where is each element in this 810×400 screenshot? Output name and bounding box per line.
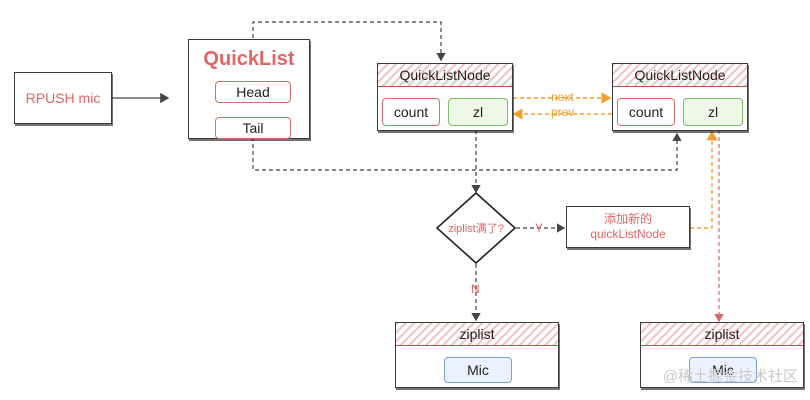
yes-label: Y (535, 221, 544, 235)
quicklistnode-left: QuickListNode count zl (377, 63, 513, 131)
quicklistnode-left-count: count (382, 98, 440, 126)
ziplist-right-item: Mic (689, 357, 757, 383)
quicklistnode-left-zl: zl (448, 98, 508, 126)
ziplist-left-title: ziplist (396, 323, 558, 346)
watermark: @稀土掘金技术社区 (662, 368, 798, 385)
add-node-box: 添加新的 quickListNode (566, 206, 690, 248)
ziplist-right: ziplist Mic (640, 322, 804, 388)
rpush-label: RPUSH mic (25, 90, 101, 106)
quicklist-head-field: Head (215, 81, 291, 103)
ziplist-left: ziplist Mic (395, 322, 559, 388)
add-to-zl-arrow (690, 130, 718, 229)
add-node-label: 添加新的 quickListNode (590, 212, 666, 241)
quicklist-box: QuickList Head Tail (188, 39, 310, 139)
tail-to-node-arrow (252, 132, 682, 171)
decision-diamond (435, 191, 517, 265)
ziplist-right-title: ziplist (641, 323, 803, 346)
quicklistnode-left-title: QuickListNode (378, 64, 512, 87)
quicklistnode-right-count: count (617, 98, 675, 126)
quicklist-title: QuickList (203, 47, 295, 70)
quicklistnode-right-title: QuickListNode (613, 64, 747, 87)
ziplist-left-item: Mic (444, 357, 512, 383)
prev-label: prev (551, 105, 575, 119)
quicklistnode-right-zl: zl (683, 98, 743, 126)
quicklistnode-right: QuickListNode count zl (612, 63, 748, 131)
next-label: next (551, 90, 574, 104)
quicklist-tail-field: Tail (215, 117, 291, 139)
decision-label: ziplist满了? (448, 223, 504, 235)
rpush-box: RPUSH mic (14, 72, 112, 124)
no-label: N (471, 282, 480, 296)
